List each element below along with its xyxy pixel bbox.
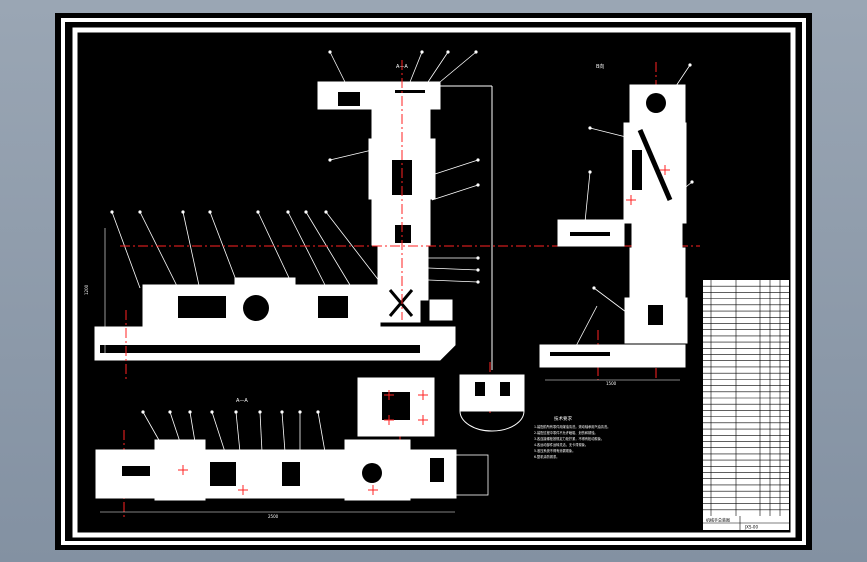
side-view-label: B向	[596, 63, 604, 70]
side-view	[539, 84, 688, 368]
part-balloon	[592, 286, 596, 290]
red-crosses	[178, 165, 670, 495]
part-balloon	[298, 410, 302, 414]
part-balloon	[280, 410, 284, 414]
part-balloon	[688, 63, 692, 67]
part-balloon	[258, 410, 262, 414]
part-balloon	[446, 50, 450, 54]
tech-note-line: 5.液压系统不得有渗漏现象。	[534, 448, 575, 453]
front-height-dim: 1200	[84, 284, 89, 295]
side-base	[539, 344, 686, 368]
part-balloon	[476, 256, 480, 260]
section-detail-a	[357, 377, 435, 437]
technical-notes: 技术要求 1.装配前所有零件用煤油清洗，滚动轴承用汽油清洗。 2.装配过程中零件…	[534, 415, 610, 459]
section-detail-b	[459, 374, 525, 432]
parts-list: 机械手总装图 JXS-00	[703, 280, 789, 530]
top-cylinder-block	[317, 81, 441, 110]
part-balloon	[476, 280, 480, 284]
tech-note-line: 6.整机涂防锈漆。	[534, 454, 559, 459]
part-balloon	[208, 210, 212, 214]
vertical-column	[371, 108, 431, 140]
tech-note-line: 3.各连接螺栓按规定力矩拧紧，不得有松动现象。	[534, 436, 604, 441]
part-balloon	[690, 180, 694, 184]
part-balloon	[420, 50, 424, 54]
title-block-code: JXS-00	[744, 525, 758, 530]
dimension-lines	[100, 228, 680, 513]
part-balloon	[141, 410, 145, 414]
plan-length-dim: 2500	[268, 514, 279, 519]
tech-note-line: 4.各运动部件运转灵活，无卡滞现象。	[534, 442, 588, 447]
tech-notes-title: 技术要求	[554, 415, 572, 422]
part-balloon	[588, 170, 592, 174]
part-balloon	[181, 210, 185, 214]
front-view-leaders	[111, 51, 479, 291]
sheet-border-line	[61, 18, 806, 545]
part-balloon	[476, 183, 480, 187]
part-balloon	[474, 50, 478, 54]
part-balloon	[324, 210, 328, 214]
plan-view-label: A—A	[236, 398, 248, 404]
side-view-leaders	[574, 64, 693, 349]
sheet-inner-border	[72, 27, 796, 538]
part-balloon	[316, 410, 320, 414]
base-plate	[94, 326, 456, 361]
part-balloon	[304, 210, 308, 214]
part-balloon	[168, 410, 172, 414]
plan-view-leaders	[142, 411, 326, 453]
part-balloon	[286, 210, 290, 214]
part-balloon	[476, 268, 480, 272]
part-balloon	[210, 410, 214, 414]
front-view	[94, 81, 493, 370]
tech-note-line: 1.装配前所有零件用煤油清洗，滚动轴承用汽油清洗。	[534, 424, 610, 429]
part-balloon	[328, 50, 332, 54]
part-balloon	[588, 126, 592, 130]
side-base-dim: 1500	[606, 381, 617, 386]
title-block-name: 机械手总装图	[706, 517, 730, 523]
part-balloon	[328, 158, 332, 162]
part-balloon	[234, 410, 238, 414]
part-balloon	[110, 210, 114, 214]
front-view-label: A—A	[396, 64, 408, 70]
part-balloon	[188, 410, 192, 414]
side-column	[623, 122, 687, 224]
part-balloon	[138, 210, 142, 214]
part-balloon	[256, 210, 260, 214]
part-balloon	[476, 158, 480, 162]
tech-note-line: 2.装配过程中零件不允许磕碰、划伤和锈蚀。	[534, 430, 598, 435]
